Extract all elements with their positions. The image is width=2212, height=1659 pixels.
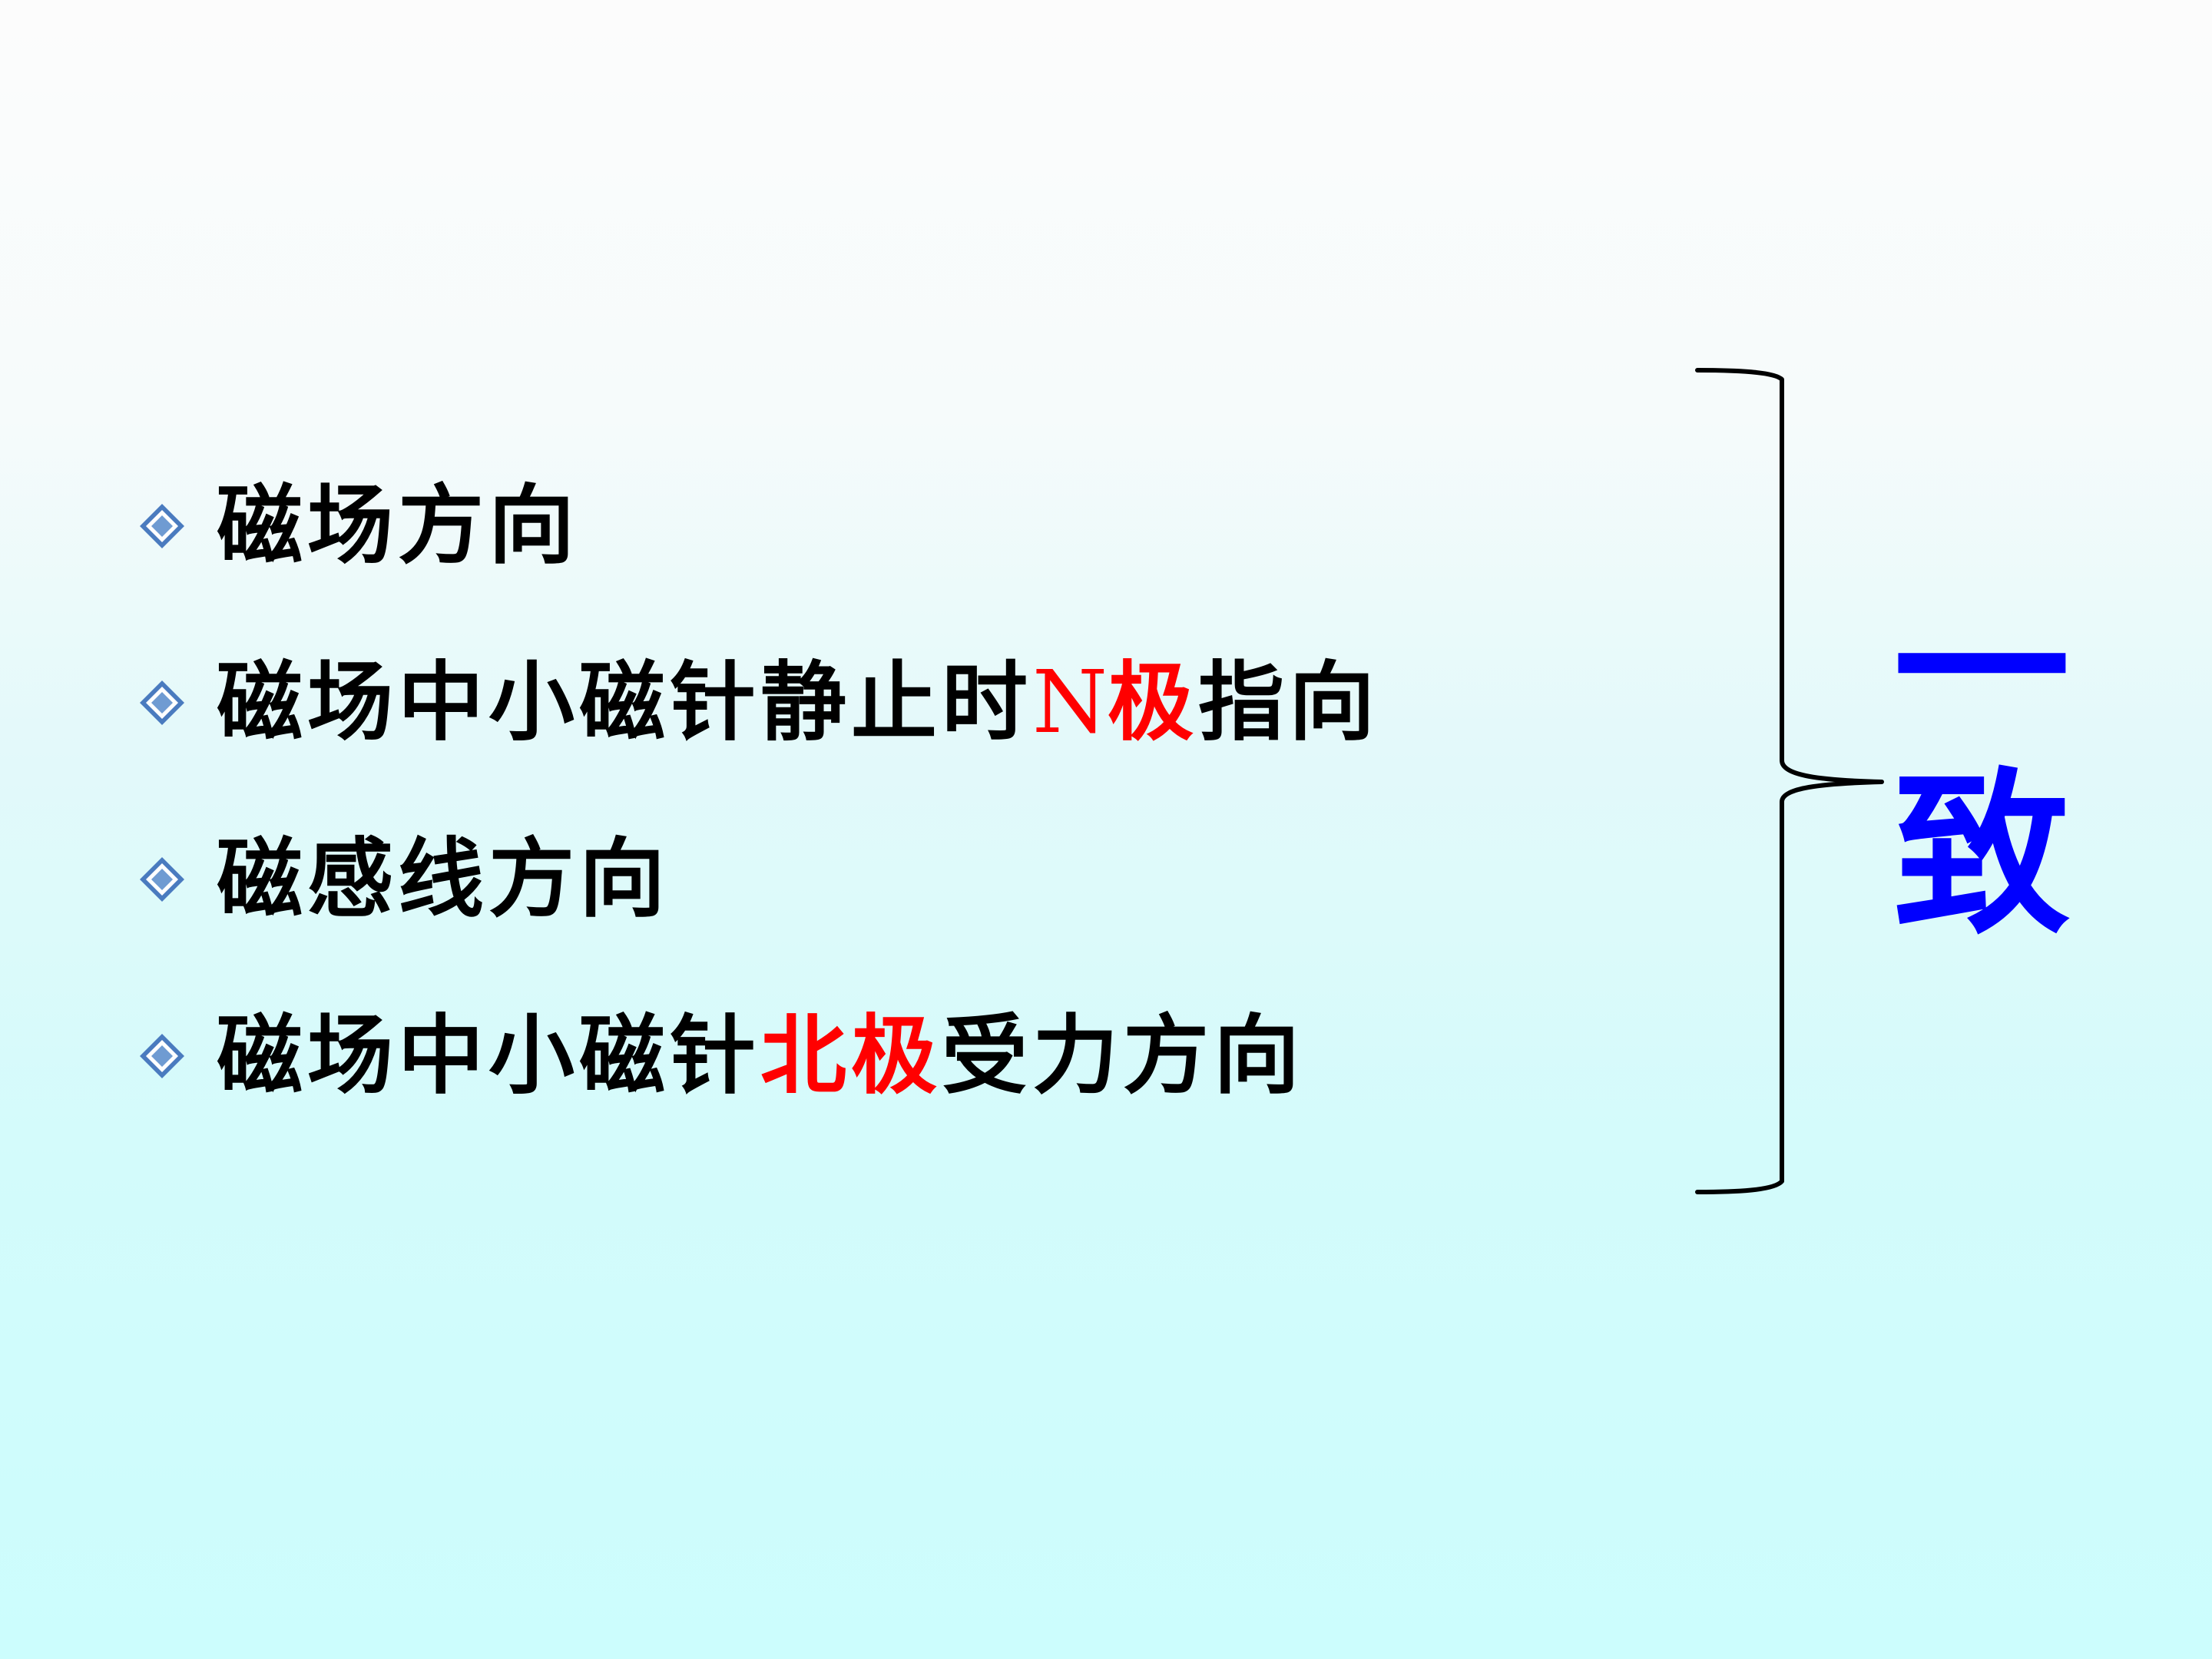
bullet-list: 磁场方向 磁场中小磁针静止时N极指向 — [138, 0, 1790, 1659]
text-segment-north-pole: 北极 — [760, 1006, 942, 1106]
text-segment: 磁场中小磁针静止时 — [217, 653, 1032, 753]
bullet-item-magnetic-field-direction: 磁场方向 — [138, 472, 579, 580]
text-segment: 磁场方向 — [217, 476, 579, 576]
bullet-text: 磁感线方向 — [217, 836, 670, 922]
diamond-bullet-icon — [138, 1032, 186, 1080]
diamond-bullet-icon — [138, 679, 186, 727]
bullet-text: 磁场方向 — [217, 483, 579, 569]
diamond-bullet-icon — [138, 502, 186, 550]
conclusion-char-yi: 一 — [1892, 569, 2070, 774]
bullet-item-field-line-direction: 磁感线方向 — [138, 826, 670, 933]
bullet-item-north-pole-force-direction: 磁场中小磁针北极受力方向 — [138, 1002, 1304, 1110]
text-segment-pole: 极 — [1108, 653, 1198, 753]
text-segment: 磁感线方向 — [217, 830, 670, 929]
bullet-item-needle-north-pole-direction: 磁场中小磁针静止时N极指向 — [138, 649, 1379, 757]
text-segment: 受力方向 — [942, 1006, 1304, 1106]
text-segment: 磁场中小磁针 — [217, 1006, 760, 1106]
conclusion-text: 一 致 — [1889, 584, 2074, 952]
bullet-text: 磁场中小磁针北极受力方向 — [217, 1013, 1304, 1099]
right-brace — [1695, 368, 1884, 1194]
text-segment-n-letter: N — [1032, 653, 1108, 753]
text-segment: 指向 — [1198, 653, 1379, 753]
conclusion-char-zhi: 致 — [1892, 753, 2070, 959]
bullet-text: 磁场中小磁针静止时N极指向 — [217, 660, 1379, 746]
diamond-bullet-icon — [138, 856, 186, 903]
